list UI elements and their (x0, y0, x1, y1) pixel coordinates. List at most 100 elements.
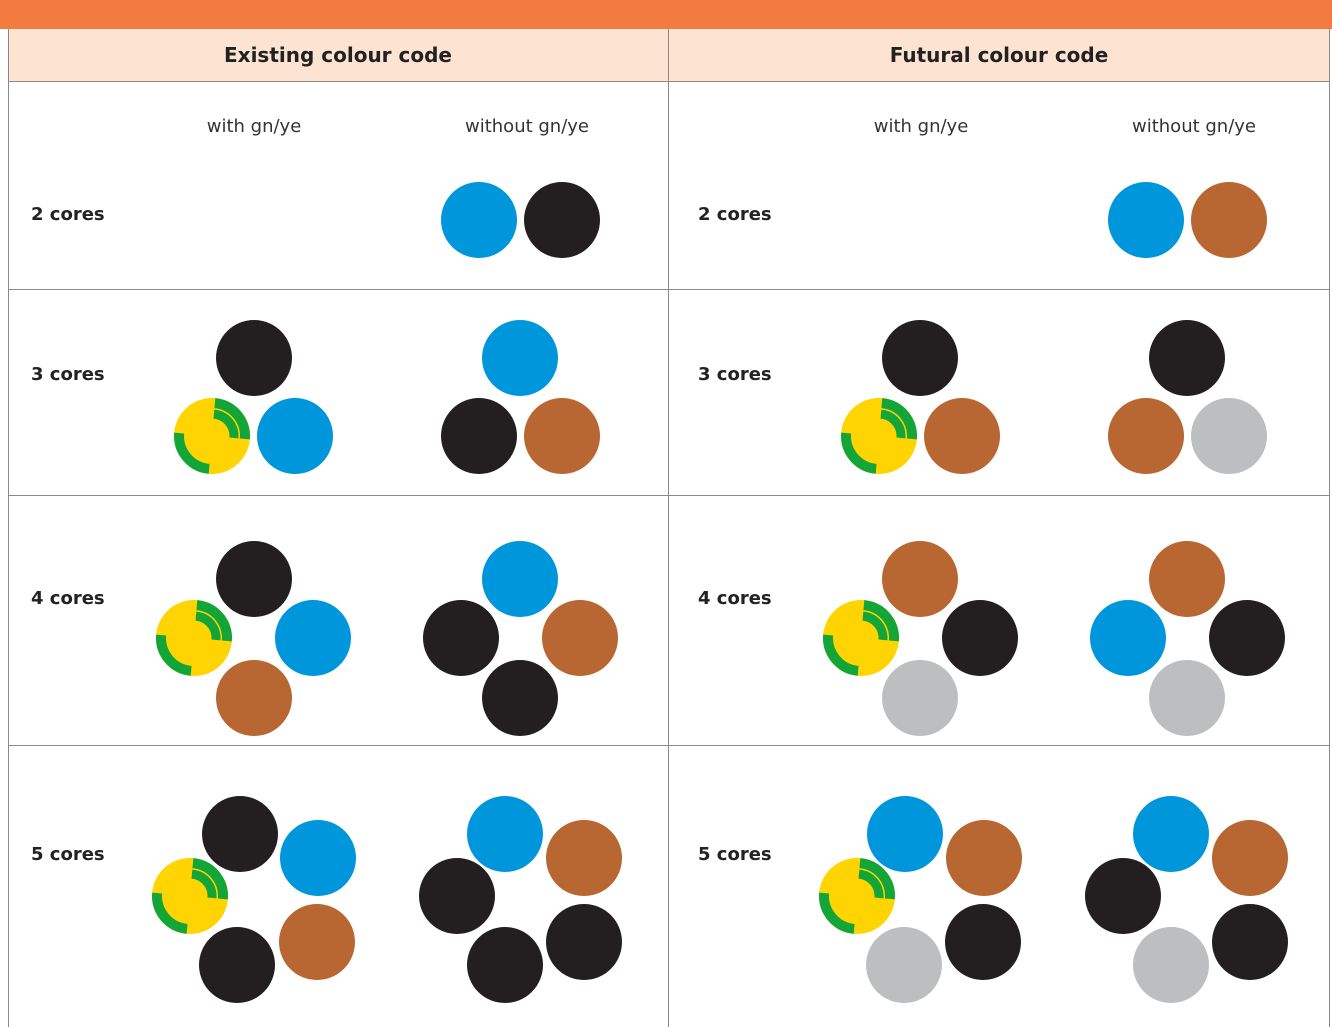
subheader-future-without: without gn/ye (1131, 116, 1257, 137)
core-existing-with-5cores-black-5 (199, 927, 275, 1003)
grid-line-left (8, 29, 9, 1027)
core-blue-fill (482, 320, 558, 396)
grid-line-middle (668, 29, 669, 1027)
grid-line-row-2 (8, 289, 1330, 290)
header-futural-colour-code: Futural colour code (669, 29, 1329, 81)
core-existing-without-5cores-black-5 (467, 927, 543, 1003)
top-accent-bar (0, 0, 1332, 29)
core-brown-fill (1212, 820, 1288, 896)
core-blue-fill (257, 398, 333, 474)
core-brown-fill (924, 398, 1000, 474)
core-blue-fill (1108, 182, 1184, 258)
core-black-fill (945, 904, 1021, 980)
core-green-stripe-outer-2 (214, 398, 250, 440)
core-future-with-4cores-grey-4 (882, 660, 958, 736)
row-label-3-cores-future: 3 cores (698, 364, 772, 385)
core-yellow-fill (156, 600, 232, 676)
core-black-fill (524, 182, 600, 258)
core-existing-without-4cores-blue-1 (482, 541, 558, 617)
core-black-fill (882, 320, 958, 396)
core-future-without-4cores-blue-2 (1090, 600, 1166, 676)
core-future-with-5cores-black-5 (945, 904, 1021, 980)
core-black-fill (546, 904, 622, 980)
core-existing-with-5cores-blue-2 (280, 820, 356, 896)
core-future-with-5cores-blue-1 (867, 796, 943, 872)
core-future-with-5cores-brown-2 (946, 820, 1022, 896)
core-blue-fill (482, 541, 558, 617)
core-brown-fill (1191, 182, 1267, 258)
core-grey-fill (866, 927, 942, 1003)
core-future-without-3cores-black-1 (1149, 320, 1225, 396)
core-blue-fill (275, 600, 351, 676)
core-green-stripe-outer-2 (192, 858, 228, 900)
core-yellow-fill (823, 600, 899, 676)
core-brown-fill (946, 820, 1022, 896)
core-existing-without-5cores-black-3 (419, 858, 495, 934)
core-existing-without-2cores-blue-1 (441, 182, 517, 258)
core-brown-fill (216, 660, 292, 736)
core-green-stripe-inner (858, 869, 884, 899)
subheader-existing-with: with gn/ye (206, 116, 302, 137)
core-yellow-fill (174, 398, 250, 474)
grid-line-header-bottom (8, 81, 1330, 82)
core-black-fill (441, 398, 517, 474)
subheader-future-with: with gn/ye (873, 116, 969, 137)
core-yellow-gap (167, 635, 193, 665)
core-green-stripe-inner (213, 409, 239, 439)
core-green-stripe-inner (195, 611, 221, 641)
core-existing-without-4cores-brown-3 (542, 600, 618, 676)
core-existing-without-3cores-blue-1 (482, 320, 558, 396)
core-existing-with-3cores-green-yellow-2 (174, 398, 250, 474)
core-future-with-3cores-green-yellow-2 (841, 398, 917, 474)
core-black-fill (467, 927, 543, 1003)
core-existing-with-5cores-brown-4 (279, 904, 355, 980)
core-future-without-2cores-blue-1 (1108, 182, 1184, 258)
core-existing-with-4cores-black-1 (216, 541, 292, 617)
core-existing-with-3cores-black-1 (216, 320, 292, 396)
core-future-without-4cores-black-3 (1209, 600, 1285, 676)
row-label-3-cores-existing: 3 cores (31, 364, 105, 385)
core-black-fill (1212, 904, 1288, 980)
core-green-stripe-outer-2 (863, 600, 899, 642)
core-yellow-gap (185, 433, 211, 463)
core-yellow-fill (152, 858, 228, 934)
core-existing-without-4cores-black-4 (482, 660, 558, 736)
core-yellow-gap (830, 893, 856, 923)
core-green-stripe-outer-2 (196, 600, 232, 642)
core-brown-fill (1149, 541, 1225, 617)
core-green-stripe-inner (191, 869, 217, 899)
core-grey-fill (1191, 398, 1267, 474)
core-future-with-4cores-black-3 (942, 600, 1018, 676)
core-yellow-fill (841, 398, 917, 474)
core-black-fill (1085, 858, 1161, 934)
core-black-fill (482, 660, 558, 736)
core-future-without-4cores-grey-4 (1149, 660, 1225, 736)
core-blue-fill (1133, 796, 1209, 872)
core-blue-fill (280, 820, 356, 896)
header-existing-colour-code: Existing colour code (8, 29, 668, 81)
core-green-stripe-outer (823, 634, 859, 676)
core-grey-fill (1133, 927, 1209, 1003)
row-label-2-cores-existing: 2 cores (31, 204, 105, 225)
grid-line-right (1329, 29, 1330, 1027)
core-black-fill (1209, 600, 1285, 676)
row-label-4-cores-existing: 4 cores (31, 588, 105, 609)
core-black-fill (202, 796, 278, 872)
core-black-fill (216, 320, 292, 396)
core-future-without-5cores-black-3 (1085, 858, 1161, 934)
core-future-with-3cores-black-1 (882, 320, 958, 396)
core-future-without-5cores-blue-1 (1133, 796, 1209, 872)
core-existing-with-5cores-green-yellow-3 (152, 858, 228, 934)
core-brown-fill (546, 820, 622, 896)
row-label-5-cores-existing: 5 cores (31, 844, 105, 865)
core-black-fill (199, 927, 275, 1003)
core-black-fill (1149, 320, 1225, 396)
core-future-with-5cores-green-yellow-3 (819, 858, 895, 934)
core-future-without-2cores-brown-2 (1191, 182, 1267, 258)
core-grey-fill (882, 660, 958, 736)
core-existing-with-4cores-brown-4 (216, 660, 292, 736)
core-green-stripe-outer (819, 892, 855, 934)
core-existing-with-4cores-blue-3 (275, 600, 351, 676)
